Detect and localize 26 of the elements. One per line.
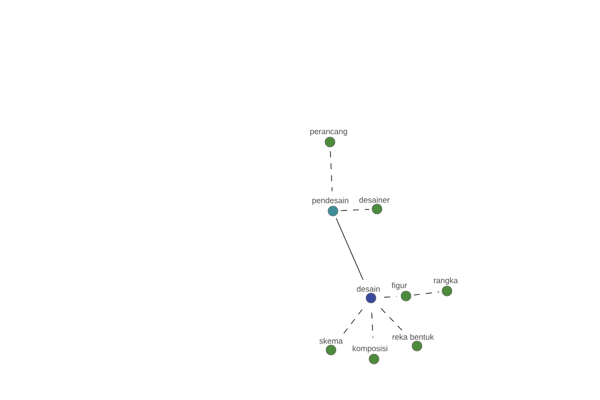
node-label: desain xyxy=(356,286,380,292)
node-label: pendesain xyxy=(312,197,348,205)
graph-node: desain xyxy=(356,286,380,304)
node-label: skema xyxy=(319,338,343,344)
graph-node: desainer xyxy=(359,196,390,214)
graph-node: perancang xyxy=(310,130,348,148)
node-label: komposisi xyxy=(352,345,388,353)
node-label: desainer xyxy=(359,196,390,203)
node-label: perancang xyxy=(310,130,348,136)
connector-line xyxy=(336,218,364,280)
node-label: rangka xyxy=(434,277,458,285)
connector-line xyxy=(342,309,362,335)
connector-line xyxy=(414,292,440,296)
connector-line xyxy=(384,296,398,298)
graph-node: pendesain xyxy=(312,197,348,216)
graph-node: skema xyxy=(319,338,343,356)
connector-line xyxy=(330,150,332,192)
graph-node: rangka xyxy=(434,277,458,296)
node-label: figur xyxy=(392,282,407,290)
connector-line xyxy=(380,308,404,332)
connector-line xyxy=(340,209,370,211)
connector-line xyxy=(371,312,374,338)
graph-node: reka bentuk xyxy=(392,334,434,352)
graph-node: figur xyxy=(392,282,412,302)
node-label: reka bentuk xyxy=(392,334,434,340)
graph-node: komposisi xyxy=(352,345,388,364)
